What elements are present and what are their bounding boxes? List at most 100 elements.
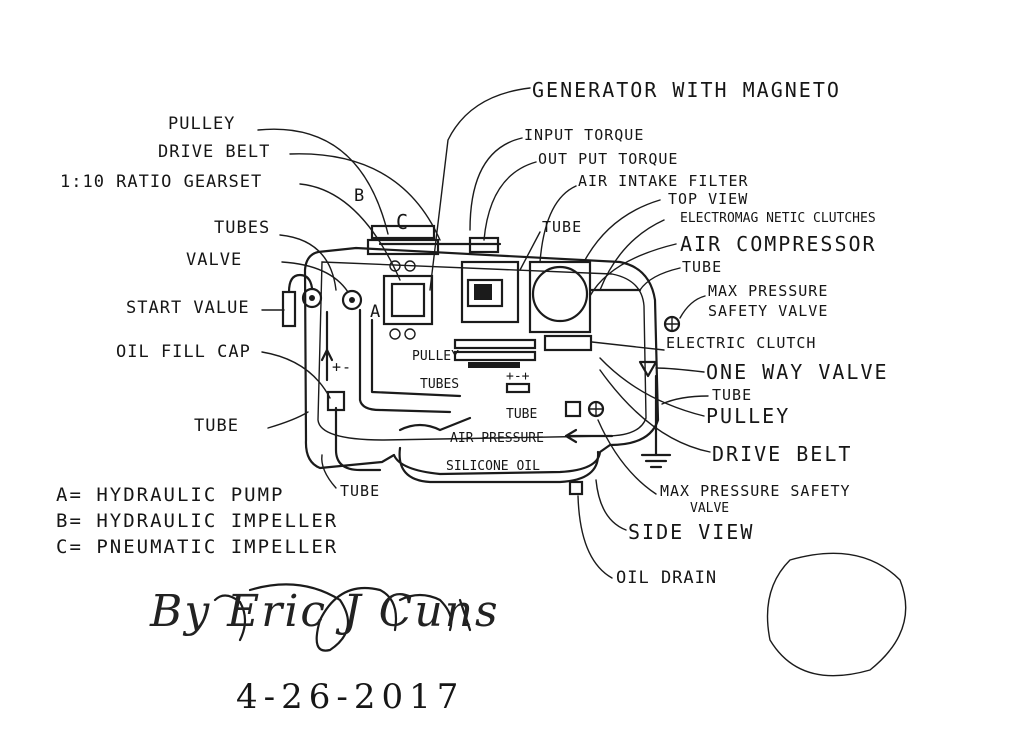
one-way-valve-symbol	[638, 360, 658, 378]
label-oil-drain: OIL DRAIN	[616, 568, 718, 588]
label-electric-clutch: ELECTRIC CLUTCH	[666, 334, 817, 352]
gearset-inner	[390, 282, 426, 318]
leader-pulley-right	[599, 357, 705, 417]
leader-tube-right-top	[639, 267, 681, 291]
leader-oil-drain	[577, 495, 613, 579]
leader-max-pressure-2	[597, 419, 657, 495]
legend-b: B= HYDRAULIC IMPELLER	[56, 510, 339, 532]
clutch-stack-3	[468, 362, 520, 368]
air-compressor-circle	[531, 265, 589, 323]
valve-circle	[341, 289, 363, 311]
label-max-pressure-2: MAX PRESSURE SAFETY	[660, 482, 851, 500]
clutch-stack-1	[453, 338, 537, 350]
gearset-box	[382, 274, 434, 326]
leader-oil-fill-cap	[261, 351, 331, 399]
oil-drain-box	[568, 480, 584, 496]
label-input-torque: INPUT TORQUE	[524, 126, 645, 144]
leader-drive-belt-right	[599, 369, 711, 453]
label-pulley-inner: PULLEY	[412, 349, 459, 364]
leader-electric-clutch	[591, 341, 665, 351]
signature-text: By Eric J Cuns	[150, 586, 500, 637]
pulley-c-top	[370, 224, 436, 240]
label-air-pressure: AIR PRESSURE	[450, 431, 544, 446]
label-top-view: TOP VIEW	[668, 190, 749, 208]
leader-input-torque	[469, 137, 523, 231]
label-tube-top: TUBE	[542, 218, 583, 236]
air-pressure-arrow-head	[564, 428, 578, 444]
label-output-torque: OUT PUT TORQUE	[538, 150, 679, 168]
battery-box	[505, 382, 531, 394]
label-drive-belt-right: DRIVE BELT	[712, 442, 853, 466]
leader-pulley-top	[257, 128, 389, 235]
leader-tube-left	[267, 411, 309, 429]
label-a-mark: A	[370, 302, 382, 322]
start-valve-loop	[287, 273, 314, 294]
leader-side-view	[595, 479, 627, 531]
label-max-pressure: MAX PRESSURE	[708, 282, 829, 300]
label-start-value: START VALUE	[126, 298, 250, 318]
label-silicone-oil: SILICONE OIL	[446, 459, 540, 474]
label-valve: VALVE	[186, 250, 243, 270]
label-tube-left: TUBE	[194, 416, 239, 436]
leader-tube-right-mid	[661, 395, 709, 405]
gear-circle-4	[404, 328, 416, 340]
label-gearset: 1:10 RATIO GEARSET	[60, 172, 263, 192]
leader-air-compressor	[589, 243, 677, 297]
label-air-compressor: AIR COMPRESSOR	[680, 232, 877, 256]
label-one-way-valve: ONE WAY VALVE	[706, 360, 889, 384]
legend-a: A= HYDRAULIC PUMP	[56, 484, 285, 506]
legend-c: C= PNEUMATIC IMPELLER	[56, 536, 339, 558]
leader-max-pressure	[679, 295, 706, 319]
gear-circle-2	[404, 260, 416, 272]
leader-tubes-top	[279, 234, 337, 291]
label-b-mark: B	[354, 186, 366, 206]
label-pulley-top: PULLEY	[168, 114, 236, 134]
leader-valve	[281, 261, 349, 293]
gear-circle-1	[389, 260, 401, 272]
label-drive-belt-top: DRIVE BELT	[158, 142, 271, 162]
leader-generator	[429, 87, 531, 291]
leader-drive-belt-top	[289, 153, 441, 241]
leader-tube-top	[519, 231, 541, 271]
label-oil-fill-cap: OIL FILL CAP	[116, 342, 251, 362]
leader-air-filter	[539, 185, 577, 263]
electric-clutch-block	[543, 334, 593, 352]
label-tube-bottom: TUBE	[340, 482, 381, 500]
housing-inner-outline	[317, 261, 647, 441]
label-generator: GENERATOR WITH MAGNETO	[532, 78, 841, 102]
valve-dot	[349, 297, 355, 303]
leader-output-torque	[483, 161, 537, 241]
pulley-c-housing	[366, 238, 440, 256]
gear-circle-3	[389, 328, 401, 340]
label-tube-right-top: TUBE	[682, 258, 723, 276]
generator-inner	[466, 278, 504, 308]
label-safety-valve: SAFETY VALVE	[708, 302, 829, 320]
label-tubes-top: TUBES	[214, 218, 271, 238]
label-pulley-right: PULLEY	[706, 404, 791, 428]
housing-outline	[303, 246, 660, 476]
label-c-mark: C	[396, 210, 411, 234]
label-em-clutches: ELECTROMAG NETIC CLUTCHES	[680, 211, 876, 226]
leader-em-clutches	[599, 219, 665, 291]
label-side-view: SIDE VIEW	[628, 520, 755, 544]
inner-tubes-3	[334, 406, 382, 472]
air-compressor-box	[528, 260, 592, 334]
clutch-stack-2	[453, 350, 537, 362]
leader-gearset	[299, 183, 401, 281]
leader-one-way-valve	[655, 367, 705, 373]
generator-core	[474, 284, 492, 300]
label-tube-inner: TUBE	[506, 407, 538, 422]
paper-smudge	[766, 552, 907, 677]
label-pm-mark: +-	[332, 358, 353, 376]
label-air-filter: AIR INTAKE FILTER	[578, 172, 749, 190]
label-plus-minus-small: +-+	[506, 369, 530, 384]
leader-top-view	[584, 199, 661, 261]
signature-date: 4-26-2017	[236, 677, 465, 717]
start-valve-dot	[309, 295, 315, 301]
label-tubes-inner: TUBES	[420, 377, 460, 392]
leader-tube-bottom	[321, 454, 337, 489]
inner-tubes-2	[370, 318, 462, 398]
inner-tubes-1	[358, 308, 452, 414]
